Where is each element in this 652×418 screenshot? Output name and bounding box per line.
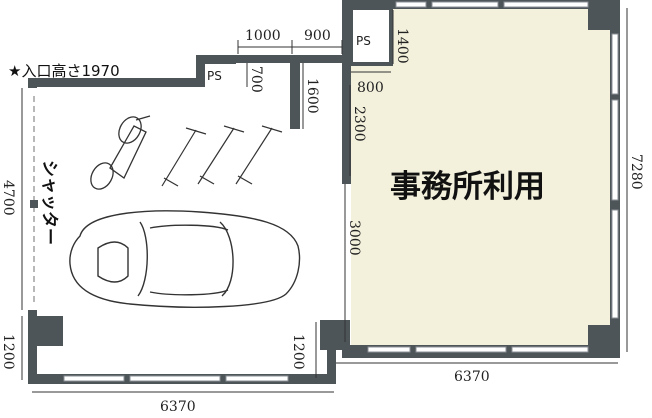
dim-800: 800 — [357, 80, 384, 96]
ps-box-top — [349, 6, 393, 66]
dim-4700: 4700 — [0, 180, 16, 216]
dim-1000: 1000 — [245, 28, 281, 44]
garage-walls — [28, 0, 351, 384]
bicycles-drawing — [161, 125, 283, 187]
dim-3000: 3000 — [346, 220, 362, 256]
dim-6370-bottom-left: 6370 — [160, 399, 196, 415]
entrance-height-label: ★入口高さ1970 — [8, 62, 120, 80]
dim-900: 900 — [304, 28, 331, 44]
office-bottom-windows — [367, 346, 589, 353]
dim-1200-mid: 1200 — [290, 334, 306, 370]
ps-label-top: PS — [356, 34, 371, 48]
dim-700: 700 — [248, 66, 264, 93]
garage-bottom-windows — [63, 375, 289, 382]
ps-box-left — [205, 64, 235, 87]
dim-1600: 1600 — [304, 78, 320, 114]
shutter-marker — [30, 200, 38, 208]
office-right-windows — [611, 33, 619, 319]
shutter-label: シャッター — [39, 160, 59, 245]
dim-1200-left: 1200 — [0, 334, 16, 370]
motorcycle-drawing — [90, 115, 151, 190]
office-top-windows — [395, 1, 589, 8]
dimension-lines — [21, 8, 628, 393]
ps-label-left: PS — [207, 69, 222, 83]
dim-2300: 2300 — [351, 106, 367, 142]
office-floor — [351, 8, 610, 345]
car-drawing — [69, 210, 301, 308]
dim-7280: 7280 — [628, 154, 644, 190]
office-use-label: 事務所利用 — [390, 169, 545, 205]
dim-6370-bottom-right: 6370 — [454, 369, 490, 385]
dim-1400: 1400 — [394, 28, 410, 64]
